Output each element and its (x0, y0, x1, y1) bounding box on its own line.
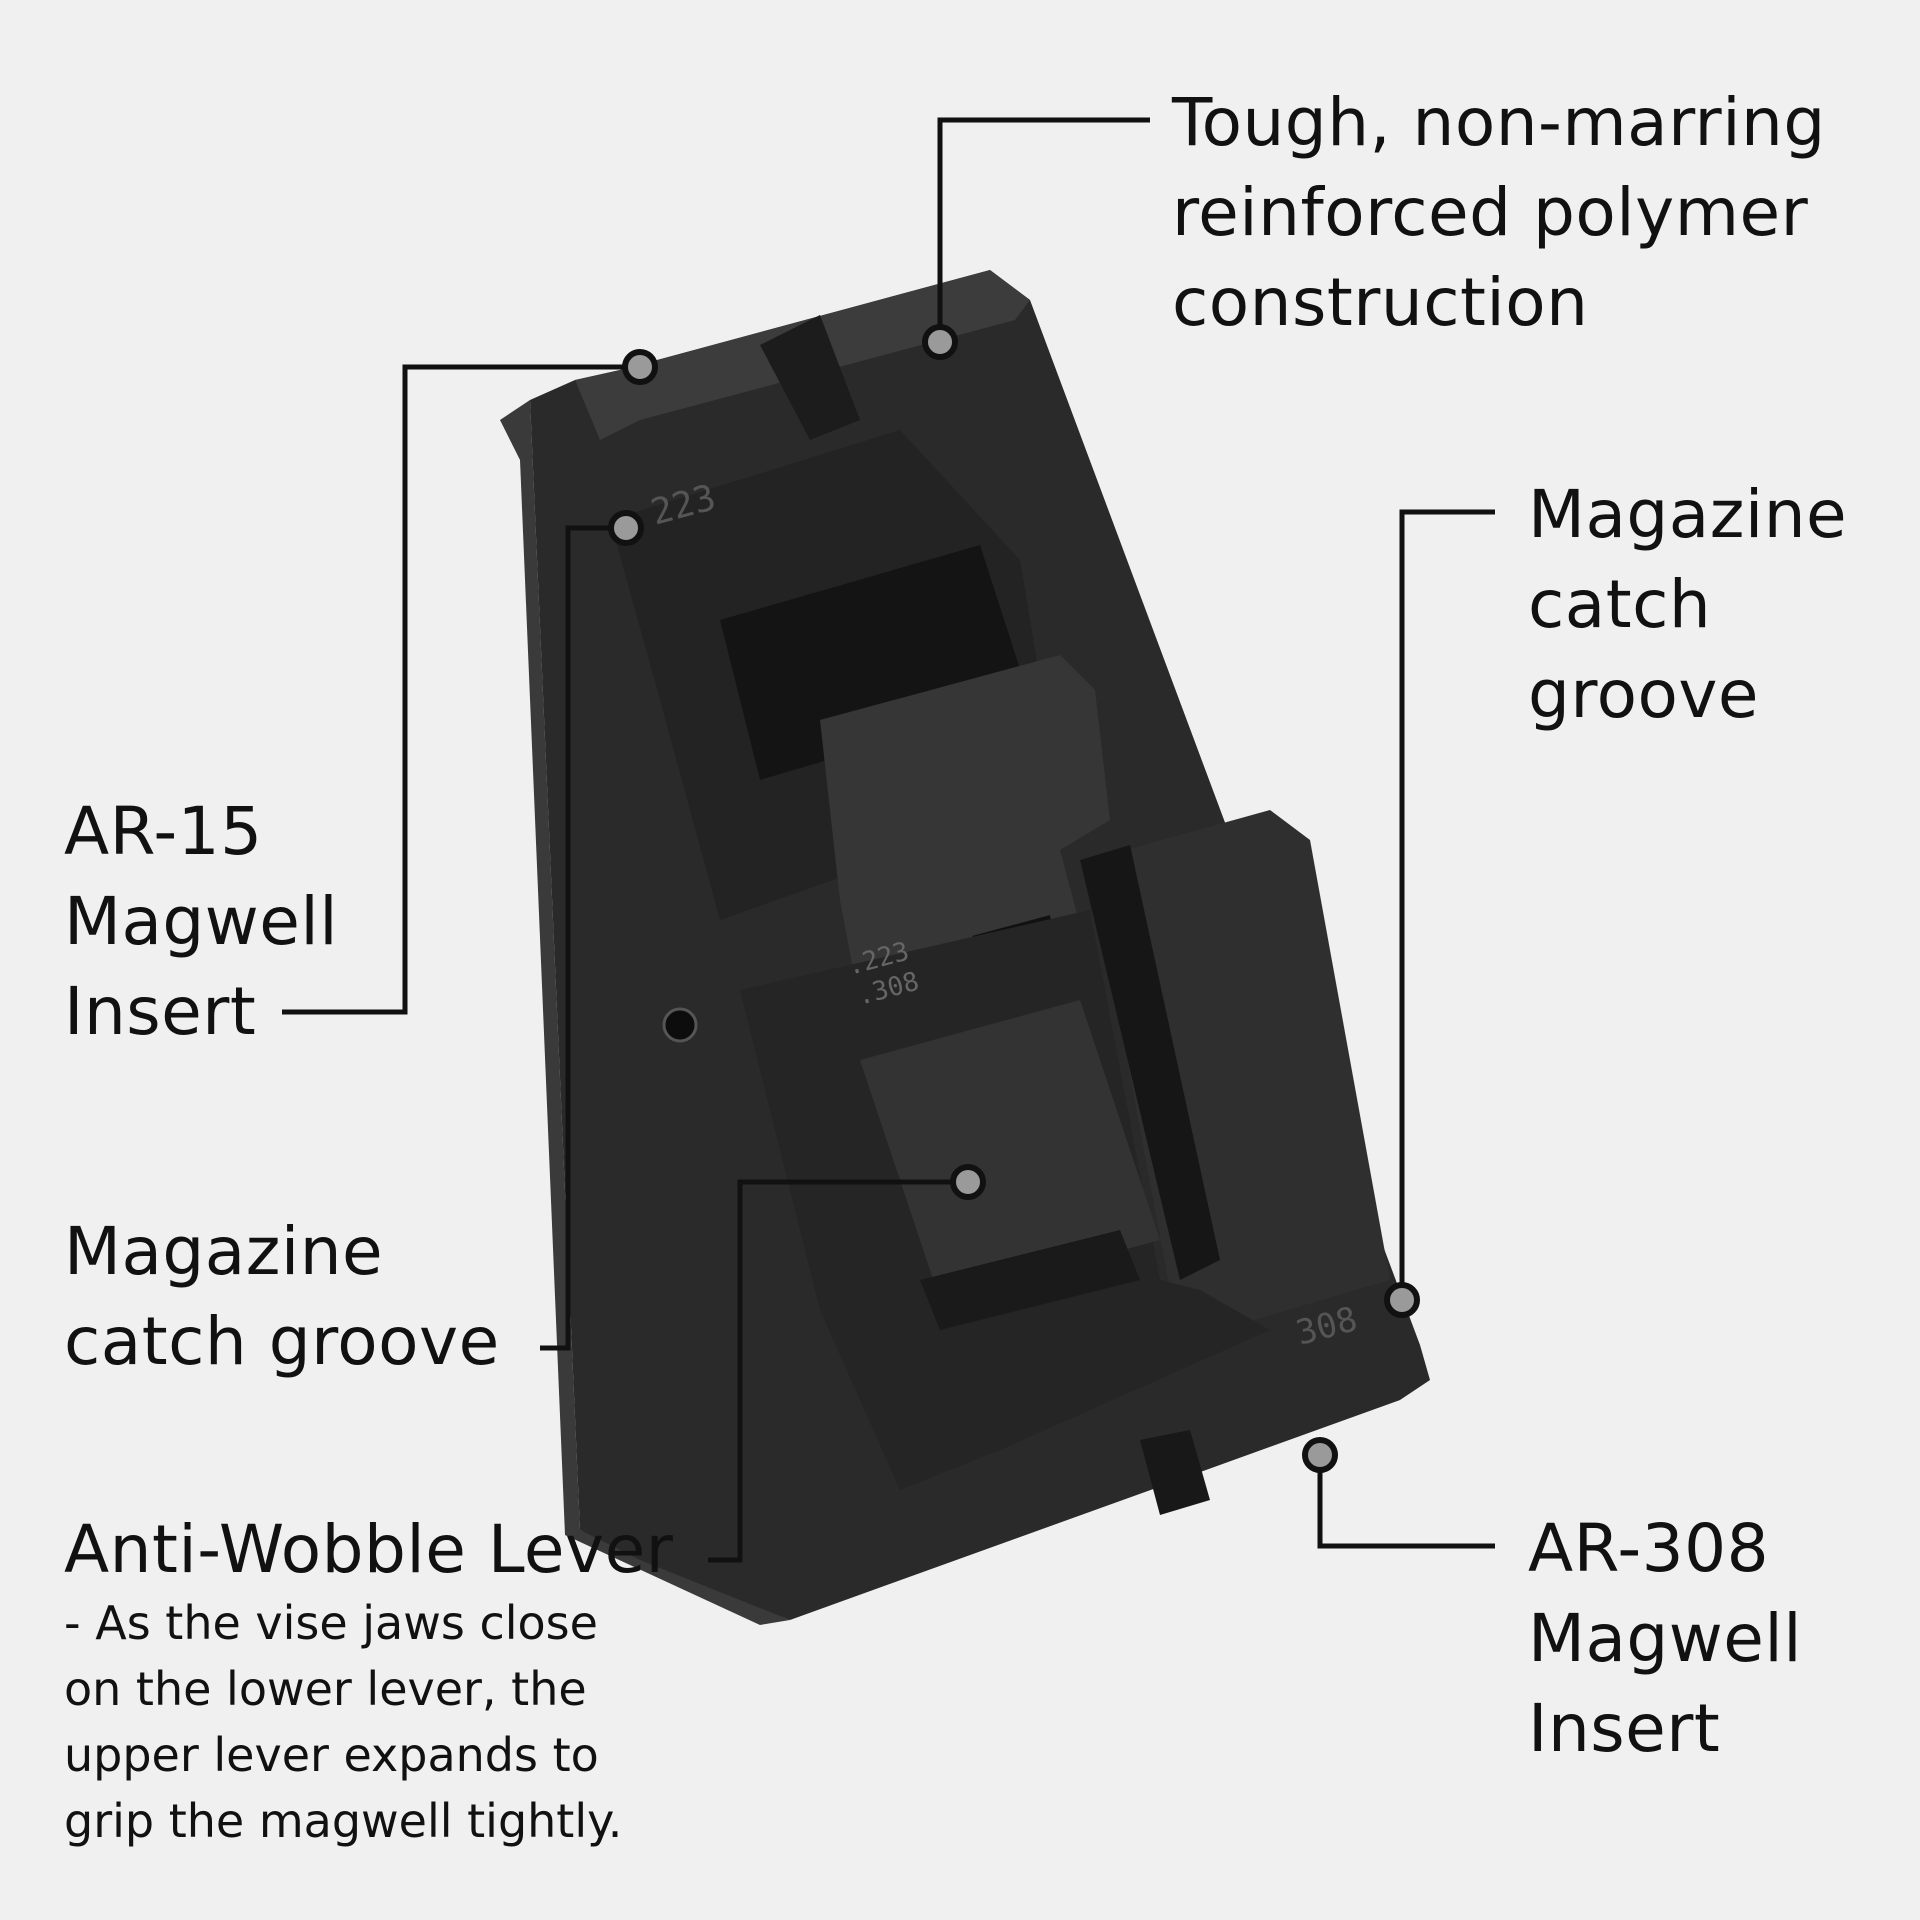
anti-wobble-desc-line-4: grip the magwell tightly. (64, 1794, 623, 1848)
label-ar308: AR-308 Magwell Insert (1528, 1504, 1802, 1774)
leader-mag-catch-left (540, 525, 624, 1351)
leader-lines (282, 117, 1495, 1563)
label-mag-catch-right-line-1: Magazine (1528, 476, 1848, 553)
label-mag-catch-right: Magazine catch groove (1528, 470, 1847, 740)
label-polymer-line-2: reinforced polymer (1172, 174, 1809, 251)
insert-side-face (500, 400, 790, 1625)
anti-wobble-desc-line-1: - As the vise jaws close (64, 1596, 598, 1650)
dot-mag-catch-left (608, 510, 644, 546)
label-ar15-line-3: Insert (64, 973, 257, 1050)
dot-anti-wobble (950, 1164, 986, 1200)
label-ar15-line-1: AR-15 (64, 793, 263, 870)
top-notch (760, 315, 860, 440)
label-anti-wobble-description: - As the vise jaws close on the lower le… (64, 1590, 622, 1854)
label-ar308-line-1: AR-308 (1528, 1510, 1770, 1587)
dot-ar15 (622, 349, 658, 385)
label-ar308-line-2: Magwell (1528, 1600, 1803, 1677)
bottom-notch (1140, 1430, 1210, 1515)
anti-wobble-desc-line-2: on the lower lever, the (64, 1662, 587, 1716)
side-screw (662, 1007, 698, 1043)
label-mag-catch-left-line-2: catch groove (64, 1303, 500, 1380)
label-ar15-line-2: Magwell (64, 883, 339, 960)
label-mag-catch-right-line-2: catch (1528, 566, 1712, 643)
callout-dots (608, 324, 1420, 1473)
leader-mag-catch-right (1399, 509, 1495, 1298)
dot-polymer (922, 324, 958, 360)
anti-wobble-desc-line-3: upper lever expands to (64, 1728, 599, 1782)
lower-lever (860, 1000, 1160, 1300)
leader-anti-wobble (708, 1179, 966, 1563)
leader-polymer-line (937, 117, 1150, 340)
label-anti-wobble-title: Anti-Wobble Lever (64, 1511, 674, 1588)
leader-ar15 (282, 364, 638, 1015)
lower-pocket (920, 1230, 1140, 1330)
label-mag-catch-left: Magazine catch groove (64, 1207, 500, 1387)
right-channel (1080, 845, 1220, 1280)
label-polymer: Tough, non-marring reinforced polymer co… (1172, 78, 1826, 348)
label-polymer-line-3: construction (1172, 264, 1589, 341)
dot-ar308 (1302, 1437, 1338, 1473)
label-ar15: AR-15 Magwell Insert (64, 787, 338, 1057)
label-polymer-line-1: Tough, non-marring (1172, 84, 1826, 161)
label-mag-catch-right-line-3: groove (1528, 656, 1760, 733)
label-mag-catch-left-line-1: Magazine (64, 1213, 384, 1290)
leader-ar308 (1317, 1455, 1495, 1549)
label-ar308-line-3: Insert (1528, 1690, 1721, 1767)
dot-mag-catch-right (1384, 1282, 1420, 1318)
